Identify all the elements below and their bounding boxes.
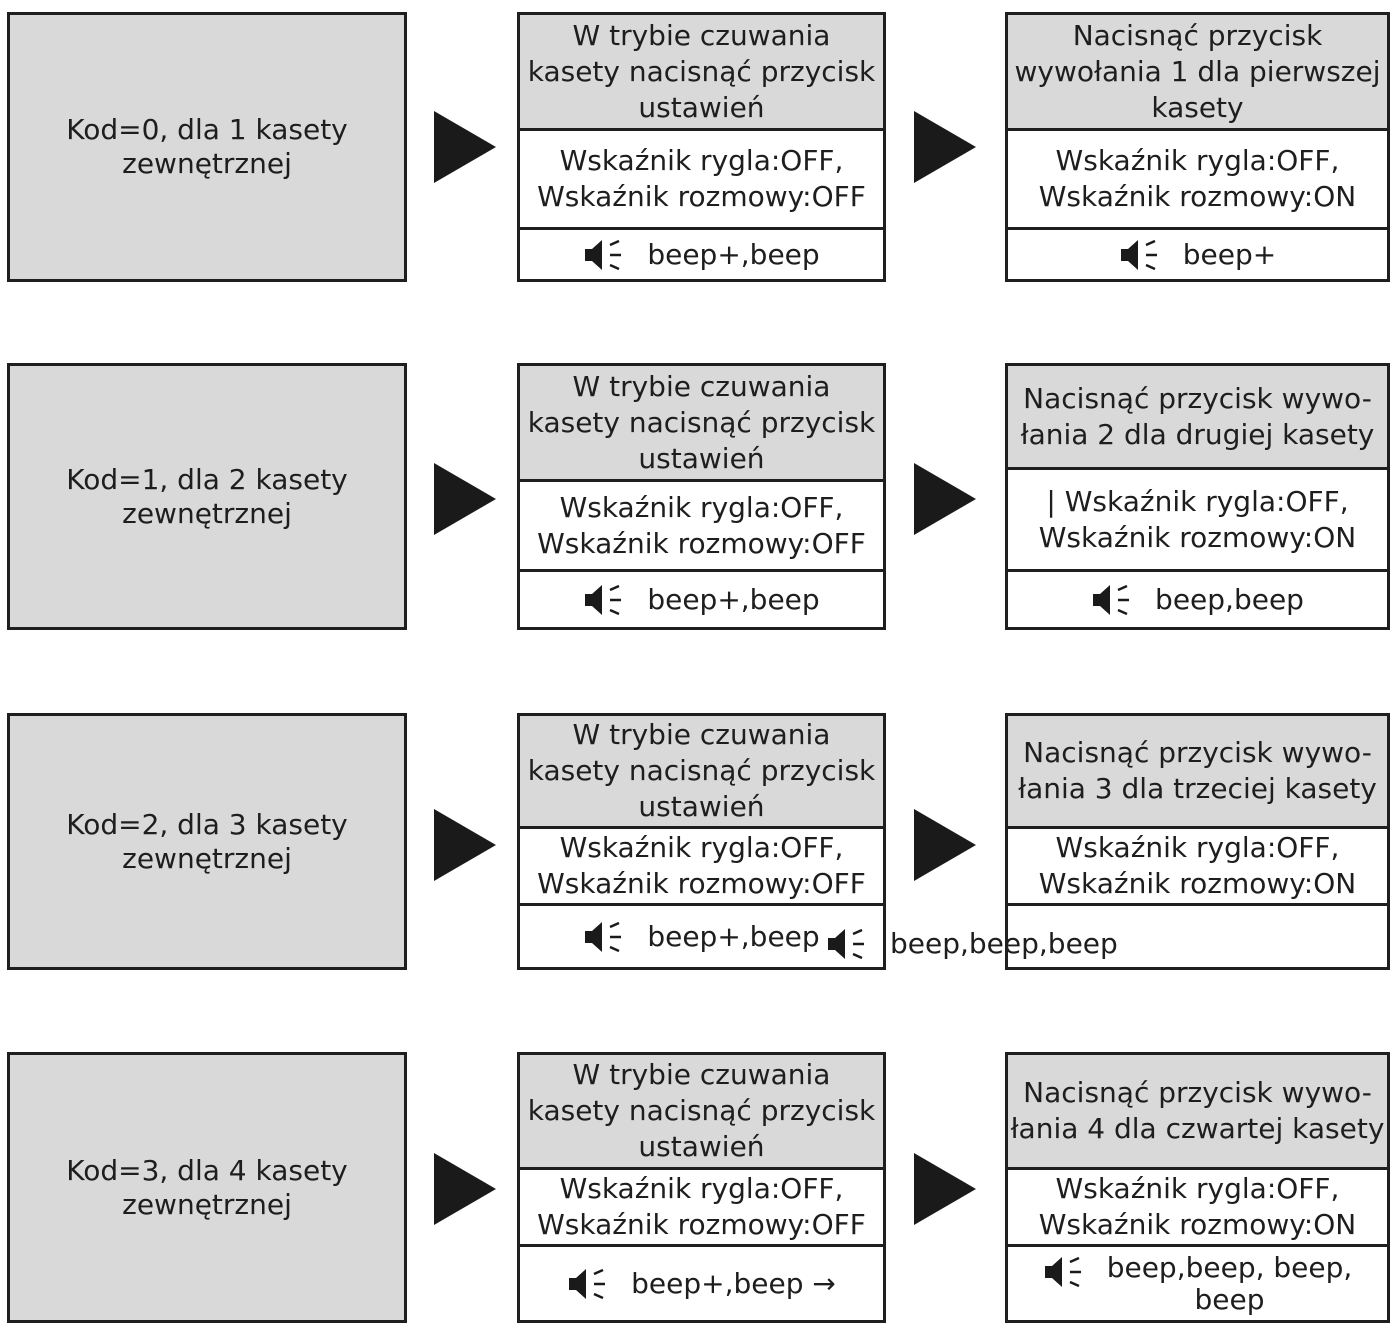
code-box-row2: Kod=1, dla 2 kasety zewnętrznej <box>7 363 407 630</box>
beep-text: beep,beep <box>1155 582 1304 616</box>
beep-text: beep+ <box>1182 237 1277 271</box>
step-header: W trybie czuwania kasety nacisnąć przyci… <box>520 1055 883 1167</box>
beep-row: beep+,beep <box>520 903 883 967</box>
beep-text: beep+,beep → <box>631 1266 836 1300</box>
code-box-row3: Kod=2, dla 3 kasety zewnętrznej <box>7 713 407 970</box>
arrow-right-icon <box>434 463 496 535</box>
indicator-status: Wskaźnik rygla:OFF, Wskaźnik rozmowy:ON <box>1008 128 1387 227</box>
indicator-status: Wskaźnik rygla:OFF, Wskaźnik rozmowy:ON <box>1008 1167 1387 1244</box>
code-box-row1: Kod=0, dla 1 kasety zewnętrznej <box>7 12 407 282</box>
beep-text: beep+,beep <box>647 919 820 953</box>
step-panel-standby-row2: W trybie czuwania kasety nacisnąć przyci… <box>517 363 886 630</box>
indicator-status: Wskaźnik rygla:OFF, Wskaźnik rozmowy:ON <box>1008 826 1387 903</box>
speaker-icon <box>583 238 625 272</box>
indicator-status: | Wskaźnik rygla:OFF, Wskaźnik rozmowy:O… <box>1008 467 1387 569</box>
code-label: Kod=2, dla 3 kasety zewnętrznej <box>66 807 348 875</box>
step-header: W trybie czuwania kasety nacisnąć przyci… <box>520 366 883 479</box>
arrow-right-icon <box>914 1153 976 1225</box>
beep-row: beep,beep, beep, beep <box>1008 1244 1387 1320</box>
speaker-icon <box>826 927 868 961</box>
step-header: W trybie czuwania kasety nacisnąć przyci… <box>520 716 883 826</box>
speaker-icon <box>567 1267 609 1301</box>
beep-row: beep,beep <box>1008 569 1387 627</box>
indicator-status: Wskaźnik rygla:OFF, Wskaźnik rozmowy:OFF <box>520 128 883 227</box>
speaker-icon <box>583 583 625 617</box>
beep-row-empty <box>1008 903 1387 967</box>
indicator-status: Wskaźnik rygla:OFF, Wskaźnik rozmowy:OFF <box>520 826 883 903</box>
arrow-right-icon <box>914 809 976 881</box>
arrow-right-icon <box>434 809 496 881</box>
speaker-icon <box>1043 1255 1085 1289</box>
step-header: Nacisnąć przycisk wywo- łania 4 dla czwa… <box>1008 1055 1387 1167</box>
arrow-right-icon <box>434 1153 496 1225</box>
beep-row: beep+,beep <box>520 227 883 279</box>
beep-text: beep+,beep <box>647 582 820 616</box>
beep-row: beep+,beep → <box>520 1244 883 1320</box>
speaker-icon <box>583 920 625 954</box>
beep-row: beep+,beep <box>520 569 883 627</box>
arrow-right-icon <box>914 463 976 535</box>
arrow-right-icon <box>914 111 976 183</box>
step-panel-call-row4: Nacisnąć przycisk wywo- łania 4 dla czwa… <box>1005 1052 1390 1323</box>
arrow-right-icon <box>434 111 496 183</box>
code-label: Kod=3, dla 4 kasety zewnętrznej <box>66 1153 348 1221</box>
step-header: Nacisnąć przycisk wywo- łania 3 dla trze… <box>1008 716 1387 826</box>
step-panel-standby-row3: W trybie czuwania kasety nacisnąć przyci… <box>517 713 886 970</box>
step-panel-standby-row4: W trybie czuwania kasety nacisnąć przyci… <box>517 1052 886 1323</box>
step-panel-call-row1: Nacisnąć przycisk wywołania 1 dla pierws… <box>1005 12 1390 282</box>
beep-text: beep,beep,beep <box>890 927 1118 960</box>
step-panel-call-row2: Nacisnąć przycisk wywo- łania 2 dla drug… <box>1005 363 1390 630</box>
step-header: Nacisnąć przycisk wywo- łania 2 dla drug… <box>1008 366 1387 467</box>
step-panel-call-row3: Nacisnąć przycisk wywo- łania 3 dla trze… <box>1005 713 1390 970</box>
beep-text: beep+,beep <box>647 237 820 271</box>
indicator-status: Wskaźnik rygla:OFF, Wskaźnik rozmowy:OFF <box>520 479 883 569</box>
code-label: Kod=0, dla 1 kasety zewnętrznej <box>66 113 348 180</box>
speaker-icon <box>1119 238 1161 272</box>
step-panel-standby-row1: W trybie czuwania kasety nacisnąć przyci… <box>517 12 886 282</box>
step-header: Nacisnąć przycisk wywołania 1 dla pierws… <box>1008 15 1387 128</box>
code-box-row4: Kod=3, dla 4 kasety zewnętrznej <box>7 1052 407 1323</box>
beep-text: beep,beep, beep, beep <box>1106 1250 1353 1316</box>
speaker-icon <box>1091 583 1133 617</box>
beep-row: beep+ <box>1008 227 1387 279</box>
step-header: W trybie czuwania kasety nacisnąć przyci… <box>520 15 883 128</box>
code-label: Kod=1, dla 2 kasety zewnętrznej <box>66 462 348 530</box>
beep-overflow: beep,beep,beep <box>826 924 1118 964</box>
indicator-status: Wskaźnik rygla:OFF, Wskaźnik rozmowy:OFF <box>520 1167 883 1244</box>
